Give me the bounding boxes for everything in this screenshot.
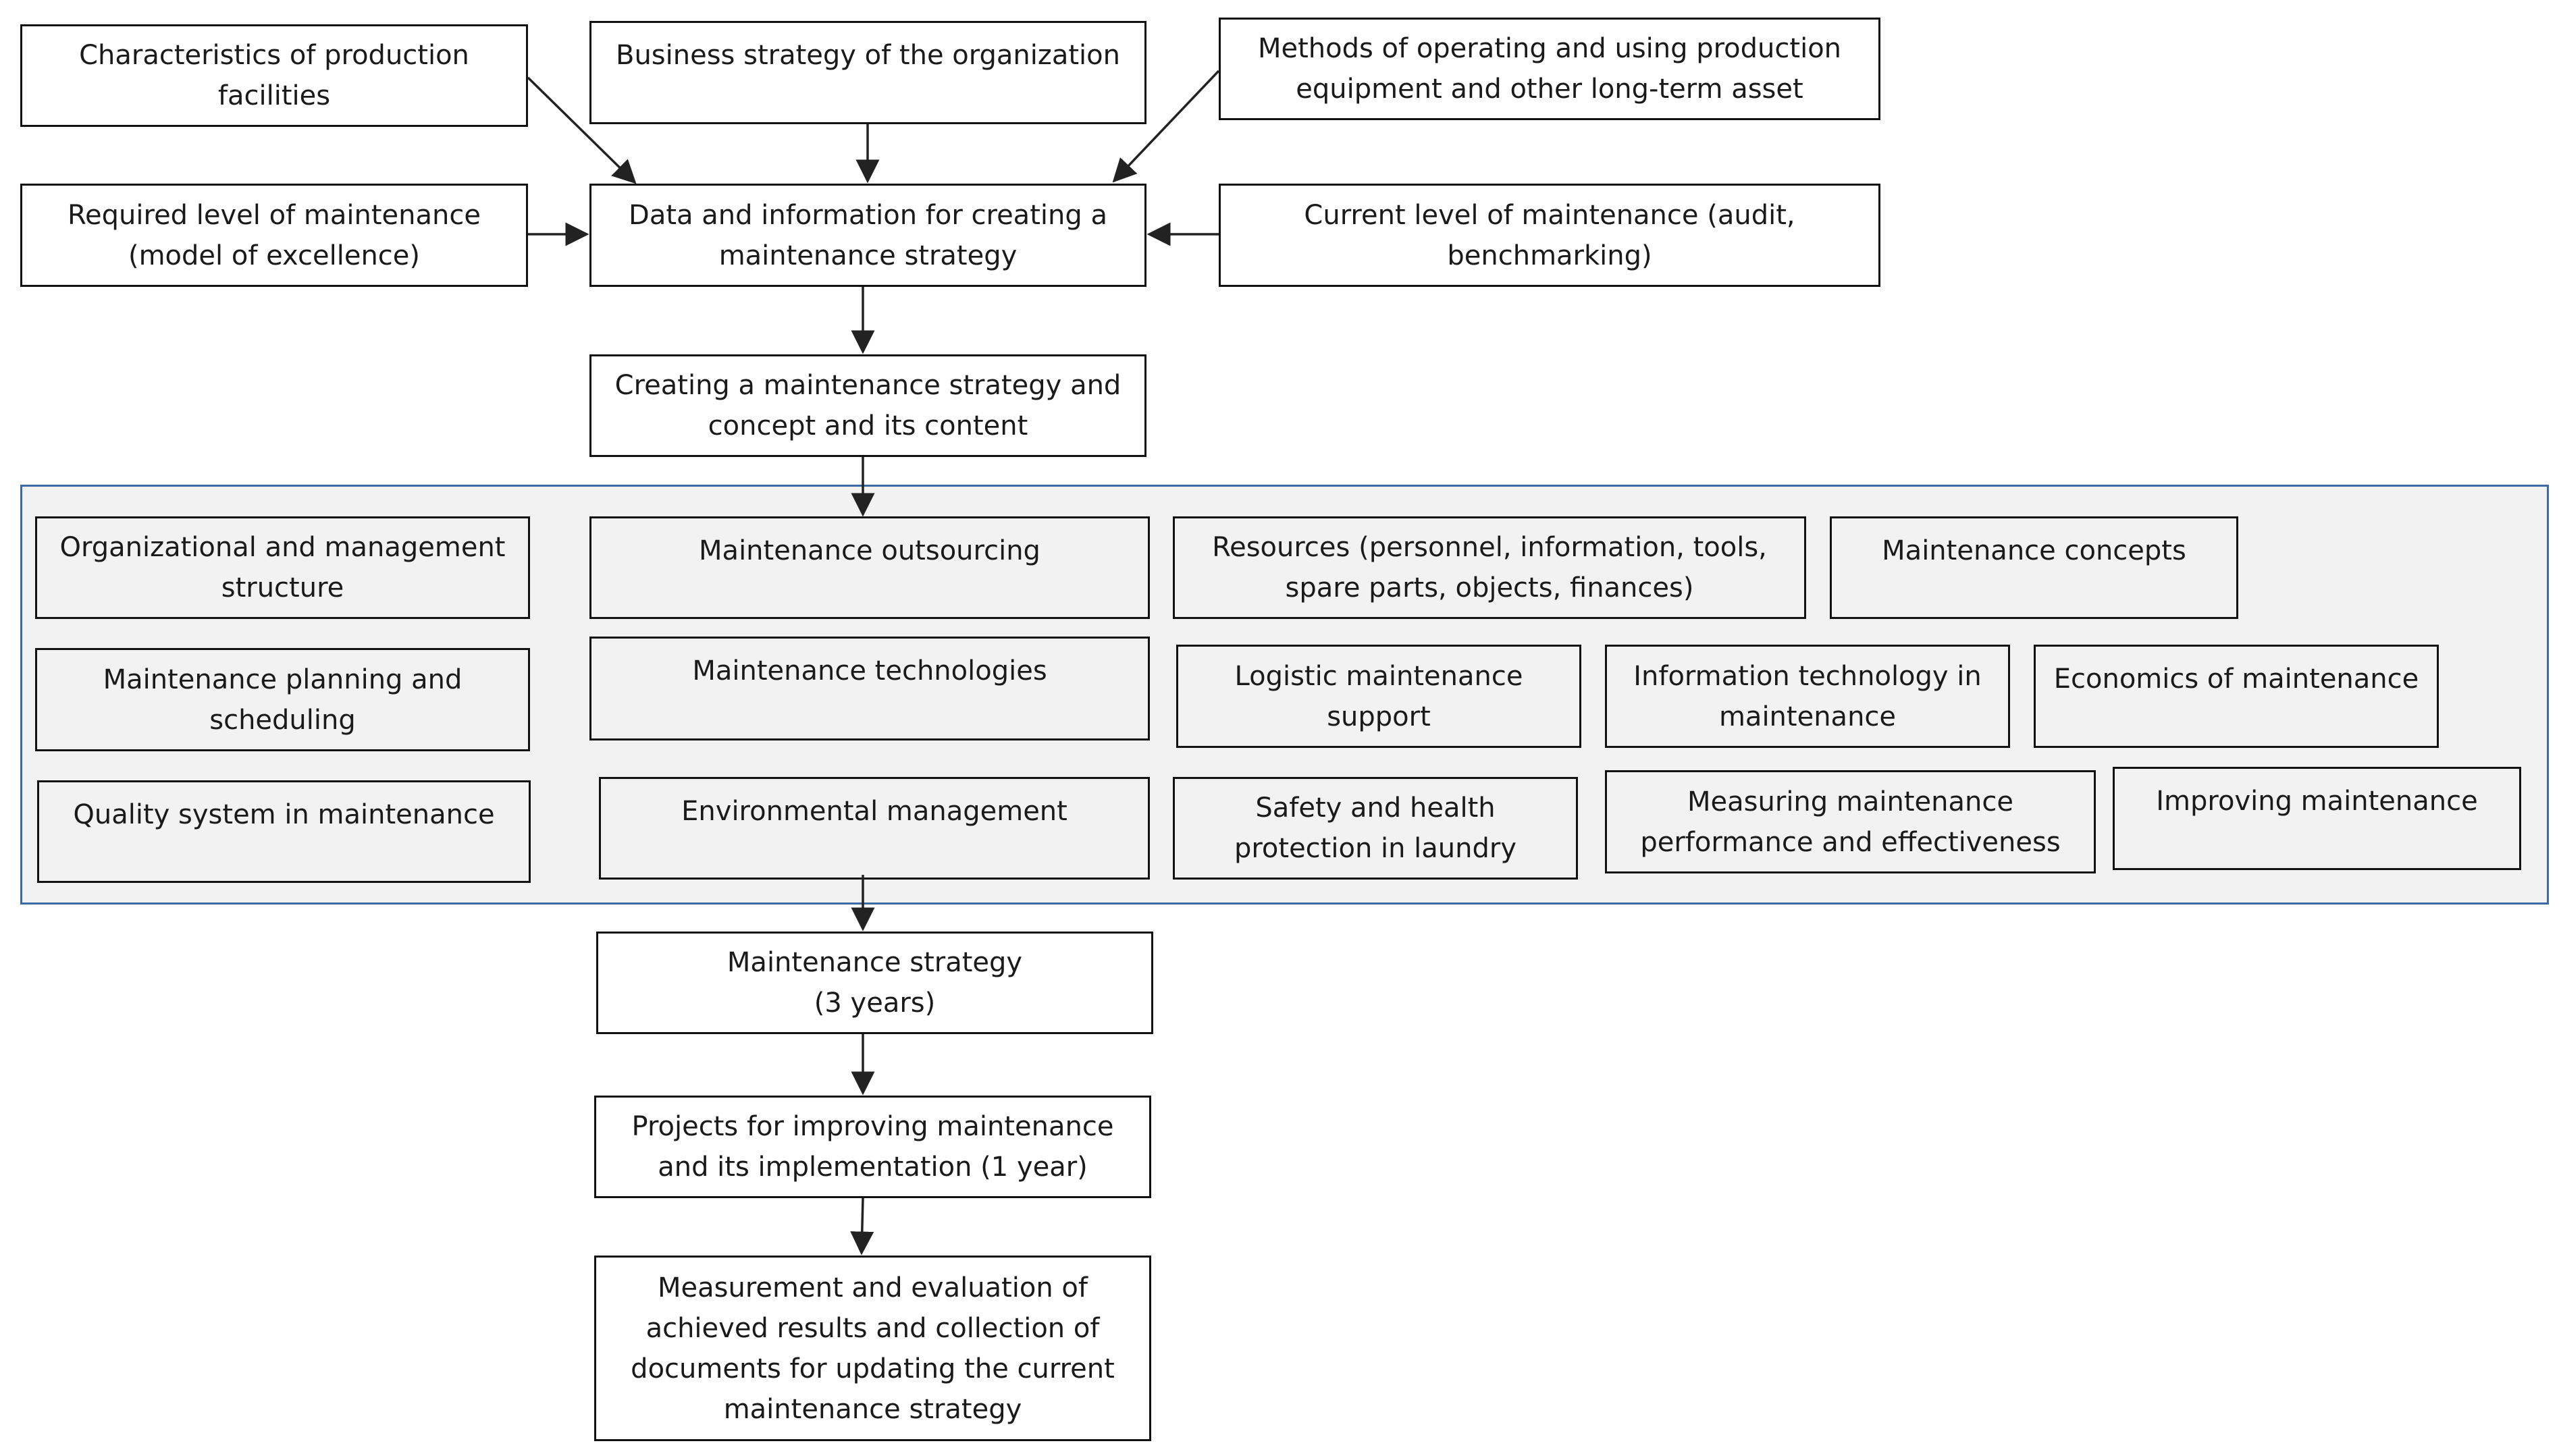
business-strategy-box: Business strategy of the organization (589, 21, 1146, 124)
content-label: Environmental management (681, 796, 1067, 827)
data-information-box: Data and information for creating a main… (589, 184, 1146, 287)
methods-operating-box: Methods of operating and using productio… (1219, 18, 1880, 120)
content-label: Maintenance concepts (1882, 535, 2186, 566)
methods-operating-label: Methods of operating and using productio… (1257, 33, 1842, 105)
arrow-projects-to-measurement (850, 1197, 874, 1256)
content-label: Improving maintenance (2156, 786, 2478, 817)
content-label: Logistic maintenance support (1234, 660, 1523, 732)
projects-label: Projects for improving maintenance and i… (631, 1111, 1114, 1183)
creating-strategy-box: Creating a maintenance strategy and conc… (589, 354, 1146, 457)
content-label: Resources (personnel, information, tools… (1212, 532, 1767, 603)
maintenance-strategy-box: Maintenance strategy (3 years) (596, 932, 1153, 1034)
required-level-box: Required level of maintenance (model of … (20, 184, 528, 287)
content-box-economics: Economics of maintenance (2034, 645, 2439, 748)
content-label: Maintenance outsourcing (699, 535, 1040, 566)
content-box-technologies: Maintenance technologies (589, 637, 1150, 740)
business-strategy-label: Business strategy of the organization (616, 40, 1120, 71)
maintenance-strategy-label: Maintenance strategy (3 years) (727, 947, 1023, 1019)
characteristics-box: Characteristics of production facilities (20, 24, 528, 127)
content-box-safety-health: Safety and health protection in laundry (1173, 777, 1578, 880)
content-box-improving-maintenance: Improving maintenance (2113, 767, 2521, 870)
content-box-measuring-performance: Measuring maintenance performance and ef… (1605, 770, 2096, 873)
content-box-environmental-management: Environmental management (599, 777, 1150, 880)
projects-box: Projects for improving maintenance and i… (594, 1096, 1151, 1198)
content-label: Quality system in maintenance (73, 799, 495, 830)
required-level-label: Required level of maintenance (model of … (68, 199, 481, 271)
data-information-label: Data and information for creating a main… (629, 199, 1107, 271)
content-box-logistic-support: Logistic maintenance support (1176, 645, 1581, 748)
content-label: Organizational and management structure (59, 532, 506, 603)
content-label: Information technology in maintenance (1633, 660, 1982, 732)
content-box-outsourcing: Maintenance outsourcing (589, 516, 1150, 619)
content-box-information-technology: Information technology in maintenance (1605, 645, 2010, 748)
content-box-organizational-structure: Organizational and management structure (35, 516, 530, 619)
content-box-quality-system: Quality system in maintenance (37, 780, 531, 883)
creating-strategy-label: Creating a maintenance strategy and conc… (614, 370, 1122, 441)
content-box-planning-scheduling: Maintenance planning and scheduling (35, 648, 530, 751)
content-label: Measuring maintenance performance and ef… (1640, 786, 2061, 858)
measurement-box: Measurement and evaluation of achieved r… (594, 1256, 1151, 1441)
characteristics-label: Characteristics of production facilities (79, 40, 469, 111)
measurement-label: Measurement and evaluation of achieved r… (631, 1272, 1115, 1425)
content-label: Maintenance technologies (692, 655, 1047, 686)
content-label: Maintenance planning and scheduling (103, 664, 463, 736)
content-label: Safety and health protection in laundry (1234, 792, 1517, 864)
content-box-resources: Resources (personnel, information, tools… (1173, 516, 1806, 619)
current-level-label: Current level of maintenance (audit, ben… (1304, 199, 1795, 271)
current-level-box: Current level of maintenance (audit, ben… (1219, 184, 1880, 287)
content-label: Economics of maintenance (2053, 664, 2419, 695)
content-box-maintenance-concepts: Maintenance concepts (1830, 516, 2238, 619)
